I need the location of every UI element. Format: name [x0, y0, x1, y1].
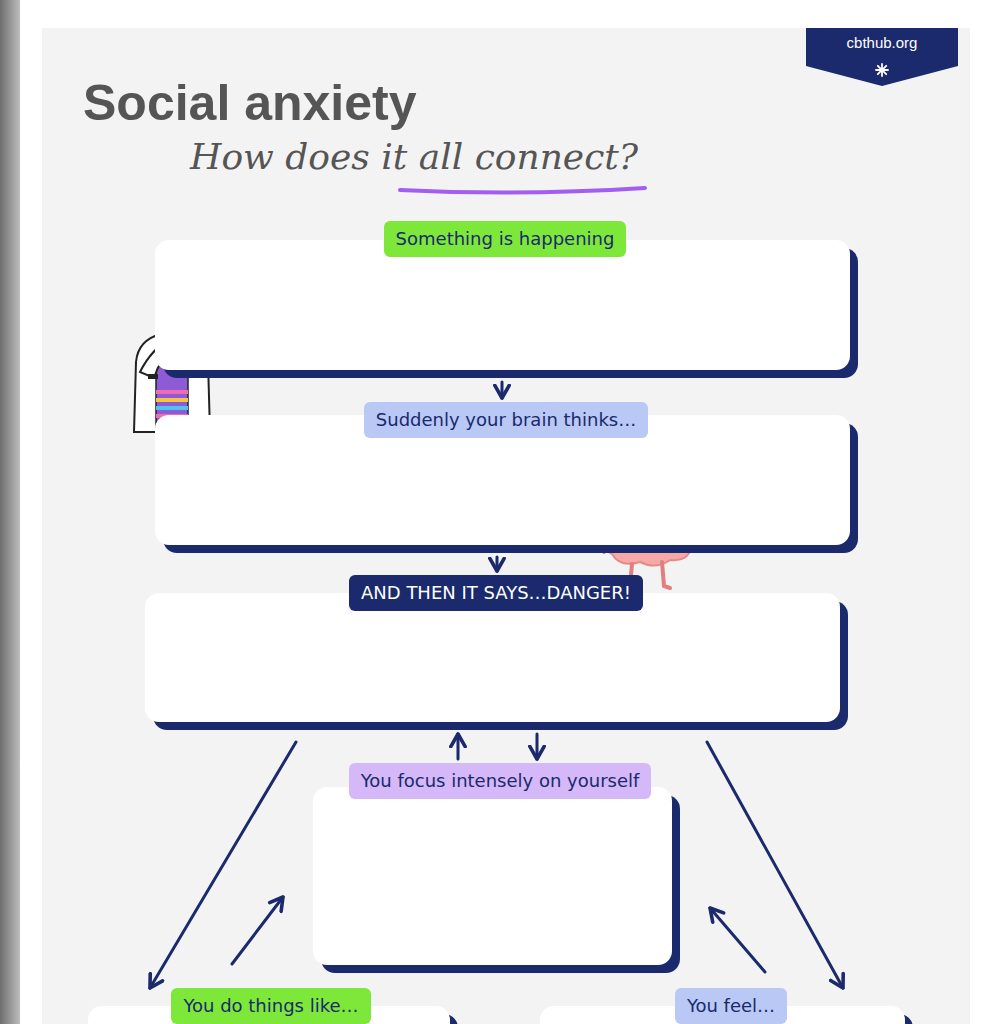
flow-arrow [457, 734, 460, 759]
heading-tag: You do things like… [171, 988, 370, 1024]
flow-arrow [707, 742, 843, 988]
process-box: Suddenly your brain thinks… [155, 402, 858, 553]
site-banner: cbthub.org [806, 28, 958, 86]
flow-arrow [496, 557, 499, 571]
box-panel [155, 240, 850, 370]
flow-arrow [232, 897, 283, 964]
heading-tag: You feel… [675, 988, 787, 1024]
flow-arrow [710, 908, 765, 972]
title: Social anxiety [83, 74, 417, 132]
heading-tag: Something is happening [384, 221, 627, 257]
process-box: You feel… [540, 988, 913, 1024]
heading-tag: You focus intensely on yourself [349, 763, 652, 799]
heading-tag: AND THEN IT SAYS…DANGER! [349, 575, 643, 611]
banner-text: cbthub.org [806, 34, 958, 51]
flow-arrow [150, 742, 296, 988]
process-box: You do things like… [88, 988, 458, 1024]
process-box: You focus intensely on yourself [313, 763, 680, 973]
flow-arrow [536, 734, 539, 759]
process-box: Something is happening [155, 221, 858, 378]
flow-arrow [501, 382, 504, 398]
box-panel [145, 593, 840, 722]
process-box: AND THEN IT SAYS…DANGER! [145, 575, 848, 730]
subtitle: How does it all connect? [190, 136, 638, 177]
heading-tag: Suddenly your brain thinks… [364, 402, 648, 438]
box-panel [313, 787, 672, 965]
